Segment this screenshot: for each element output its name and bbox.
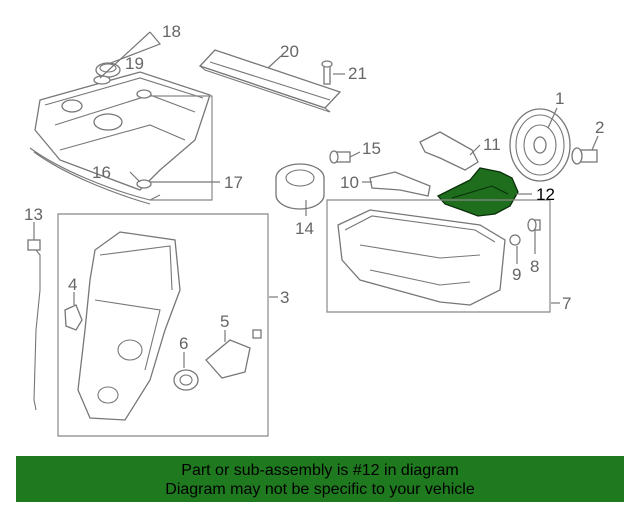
oil-pressure-switch bbox=[329, 150, 351, 164]
drain-washer bbox=[509, 234, 521, 246]
cap-seal bbox=[93, 75, 111, 85]
callout-3: 3 bbox=[280, 288, 289, 307]
engine-cover bbox=[198, 49, 342, 113]
callout-20: 20 bbox=[280, 42, 299, 61]
callout-6: 6 bbox=[179, 334, 188, 353]
cover-plate-5 bbox=[205, 339, 251, 379]
oil-filter bbox=[275, 163, 325, 210]
callout-1: 1 bbox=[555, 89, 564, 108]
callout-16: 16 bbox=[92, 163, 111, 182]
frame-7 bbox=[326, 199, 551, 313]
bracket-17 bbox=[150, 95, 213, 201]
timing-cover bbox=[77, 231, 181, 421]
banner-line-2: Diagram may not be specific to your vehi… bbox=[165, 481, 475, 498]
banner-line-1: Part or sub-assembly is #12 in diagram bbox=[181, 462, 459, 479]
pulley-bolt bbox=[571, 147, 598, 165]
crank-seal bbox=[173, 369, 199, 391]
callout-12: 12 bbox=[536, 185, 555, 204]
drain-bolt bbox=[527, 218, 541, 232]
callout-11: 11 bbox=[483, 135, 501, 154]
grommet-bottom bbox=[136, 179, 152, 189]
callout-21: 21 bbox=[348, 64, 367, 83]
baffle-plate-highlighted bbox=[436, 167, 519, 217]
callout-8: 8 bbox=[530, 257, 539, 276]
callout-18: 18 bbox=[162, 22, 181, 41]
callout-2: 2 bbox=[595, 118, 604, 137]
grommet-top bbox=[136, 89, 152, 99]
dipstick-handle bbox=[27, 239, 41, 251]
gasket-4 bbox=[64, 304, 83, 331]
gasket-10 bbox=[369, 171, 431, 197]
bolt-5 bbox=[252, 329, 262, 339]
info-banner: Part or sub-assembly is #12 in diagram D… bbox=[16, 456, 624, 502]
callout-17: 17 bbox=[224, 173, 243, 192]
callout-15: 15 bbox=[362, 139, 381, 158]
frame-3 bbox=[57, 213, 269, 437]
callout-19: 19 bbox=[125, 54, 144, 73]
callout-9: 9 bbox=[512, 265, 521, 284]
valve-cover bbox=[29, 71, 211, 205]
oil-pan bbox=[337, 209, 506, 306]
callout-14: 14 bbox=[295, 219, 314, 238]
bracket-11 bbox=[419, 131, 479, 171]
bolt-21 bbox=[321, 60, 333, 85]
callout-5: 5 bbox=[220, 312, 229, 331]
dipstick bbox=[31, 244, 41, 411]
parts-diagram: 18 19 20 21 1 2 11 15 10 12 14 16 17 13 … bbox=[24, 22, 604, 437]
callout-10: 10 bbox=[340, 173, 359, 192]
leader-lines bbox=[33, 31, 599, 368]
callout-7: 7 bbox=[562, 294, 571, 313]
crank-pulley bbox=[509, 108, 571, 182]
callout-4: 4 bbox=[68, 275, 77, 294]
callout-13: 13 bbox=[24, 205, 43, 224]
